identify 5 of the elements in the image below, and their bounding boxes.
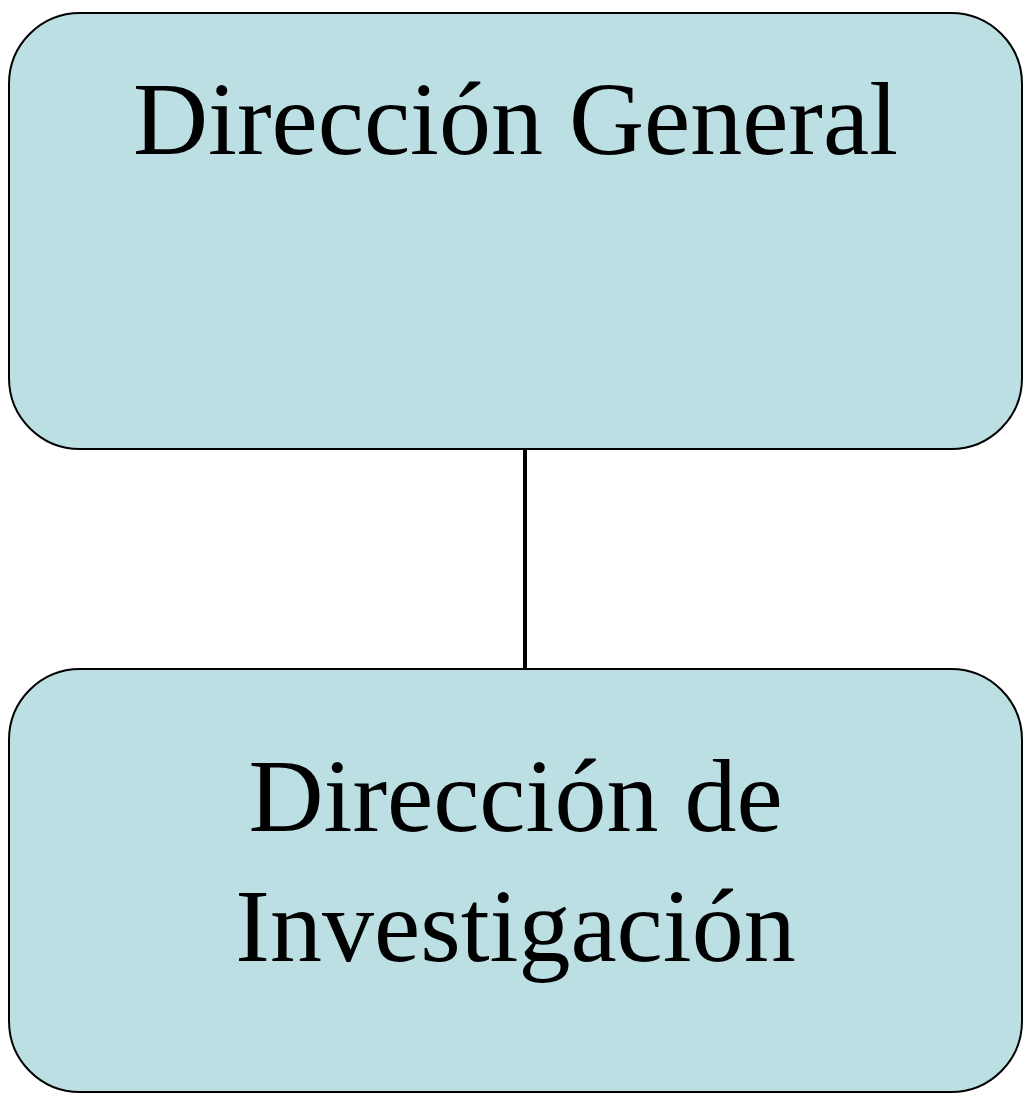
org-box <box>8 12 1023 450</box>
connector-line <box>523 450 527 668</box>
box-title: Dirección de Investigación <box>234 736 797 985</box>
org-box <box>8 668 1023 1093</box>
box-title: Dirección General <box>132 60 899 178</box>
